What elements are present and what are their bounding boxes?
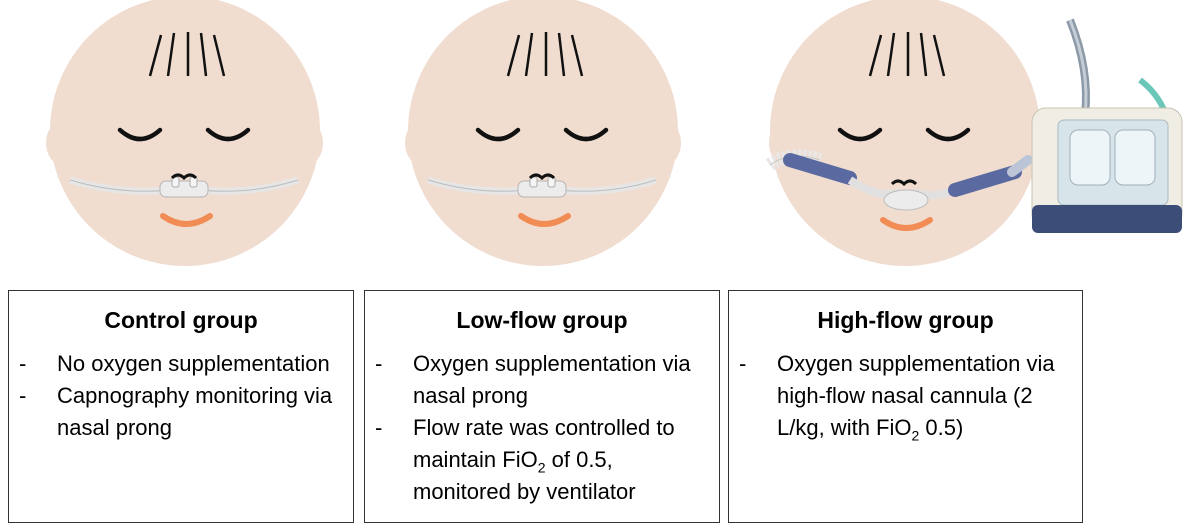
bullet-dash: - bbox=[375, 412, 413, 508]
bullet-dash: - bbox=[19, 348, 57, 380]
panel-title: High-flow group bbox=[729, 291, 1082, 334]
list-item: -Flow rate was controlled to maintain Fi… bbox=[375, 412, 711, 508]
infant-face-low-flow bbox=[405, 0, 681, 266]
list-item-text: Capnography monitoring via nasal prong bbox=[57, 380, 345, 444]
list-item: -No oxygen supplementation bbox=[19, 348, 345, 380]
illustration-layer bbox=[0, 0, 1200, 290]
panel-low-flow: Low-flow group -Oxygen supplementation v… bbox=[364, 290, 720, 523]
panel-title: Low-flow group bbox=[365, 291, 719, 334]
bullet-dash: - bbox=[19, 380, 57, 444]
list-item: -Oxygen supplementation via nasal prong bbox=[375, 348, 711, 412]
bullet-dash: - bbox=[739, 348, 777, 444]
panel-title: Control group bbox=[9, 291, 353, 334]
panel-list: -No oxygen supplementation-Capnography m… bbox=[9, 348, 353, 444]
list-item-text: No oxygen supplementation bbox=[57, 348, 345, 380]
list-item-text: Flow rate was controlled to maintain FiO… bbox=[413, 412, 711, 508]
list-item-text: Oxygen supplementation via high-flow nas… bbox=[777, 348, 1074, 444]
bullet-dash: - bbox=[375, 348, 413, 412]
panel-list: -Oxygen supplementation via nasal prong-… bbox=[365, 348, 719, 508]
list-item: -Oxygen supplementation via high-flow na… bbox=[739, 348, 1074, 444]
list-item-text: Oxygen supplementation via nasal prong bbox=[413, 348, 711, 412]
high-flow-device bbox=[1032, 20, 1182, 233]
panel-control: Control group -No oxygen supplementation… bbox=[8, 290, 354, 523]
list-item: -Capnography monitoring via nasal prong bbox=[19, 380, 345, 444]
infant-face-high-flow bbox=[769, 0, 1040, 266]
panel-list: -Oxygen supplementation via high-flow na… bbox=[729, 348, 1082, 444]
infant-face-control bbox=[46, 0, 323, 266]
panel-high-flow: High-flow group -Oxygen supplementation … bbox=[728, 290, 1083, 523]
